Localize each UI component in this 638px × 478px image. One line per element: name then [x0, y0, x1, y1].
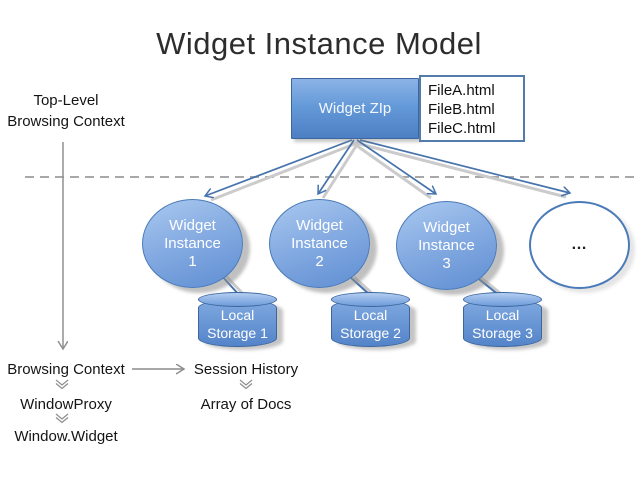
- zip-fan-arrows: [205, 139, 570, 196]
- cylinder-top: [463, 292, 542, 307]
- top-level-browsing-context-label: Top-Level Browsing Context: [0, 90, 132, 132]
- cylinder-label-line: Storage 3: [472, 325, 533, 341]
- session-history-label: Session History: [193, 361, 299, 378]
- cylinder-top: [198, 292, 277, 307]
- cylinder-label-line: Storage 1: [207, 325, 268, 341]
- local-storage-3-cylinder: Local Storage 3: [463, 292, 542, 347]
- cylinder-label-line: Local: [220, 307, 255, 323]
- node-label-line: 3: [442, 255, 451, 272]
- widget-zip-node: Widget ZIp: [291, 78, 419, 139]
- cylinder-label-line: Storage 2: [340, 325, 401, 341]
- node-label-line: Widget: [169, 217, 216, 234]
- chevron-down-icon: [55, 379, 253, 424]
- node-label-line: Instance: [291, 235, 348, 252]
- cylinder-body: [198, 299, 277, 347]
- zip-fan-shadows: [210, 141, 567, 202]
- node-label-line: Instance: [418, 237, 475, 254]
- widget-instance-2-node: Widget Instance 2: [269, 199, 370, 288]
- node-label-line: Widget: [296, 217, 343, 234]
- widget-instance-1-node: Widget Instance 1: [142, 199, 243, 288]
- browsing-context-label: Browsing Context: [7, 361, 125, 378]
- more-instances-node: …: [529, 201, 630, 289]
- ellipsis-label: …: [571, 236, 588, 253]
- file-list-box: FileA.html FileB.html FileC.html: [419, 75, 525, 142]
- widget-zip-label: Widget ZIp: [318, 100, 392, 117]
- cylinder-label-line: Local: [485, 307, 520, 323]
- local-storage-2-cylinder: Local Storage 2: [331, 292, 410, 347]
- top-context-label-line1: Top-Level: [33, 92, 99, 109]
- top-context-label-line2: Browsing Context: [7, 113, 125, 130]
- file-item: FileC.html: [428, 120, 496, 137]
- cylinder-label: Local Storage 2: [331, 306, 410, 342]
- cylinder-body: [463, 299, 542, 347]
- node-label-line: 2: [315, 253, 324, 270]
- file-item: FileA.html: [428, 82, 495, 99]
- window-widget-label: Window.Widget: [14, 428, 118, 445]
- file-item: FileB.html: [428, 101, 495, 118]
- cylinder-label: Local Storage 1: [198, 306, 277, 342]
- cylinder-body: [331, 299, 410, 347]
- diagram-title: Widget Instance Model: [156, 26, 482, 61]
- local-storage-1-cylinder: Local Storage 1: [198, 292, 277, 347]
- node-label-line: Widget: [423, 219, 470, 236]
- cylinder-label-line: Local: [353, 307, 388, 323]
- array-of-docs-label: Array of Docs: [200, 396, 292, 413]
- window-proxy-label: WindowProxy: [20, 396, 112, 413]
- cylinder-label: Local Storage 3: [463, 306, 542, 342]
- cylinder-top: [331, 292, 410, 307]
- node-label-line: Instance: [164, 235, 221, 252]
- widget-instance-3-node: Widget Instance 3: [396, 201, 497, 290]
- node-label-line: 1: [188, 253, 197, 270]
